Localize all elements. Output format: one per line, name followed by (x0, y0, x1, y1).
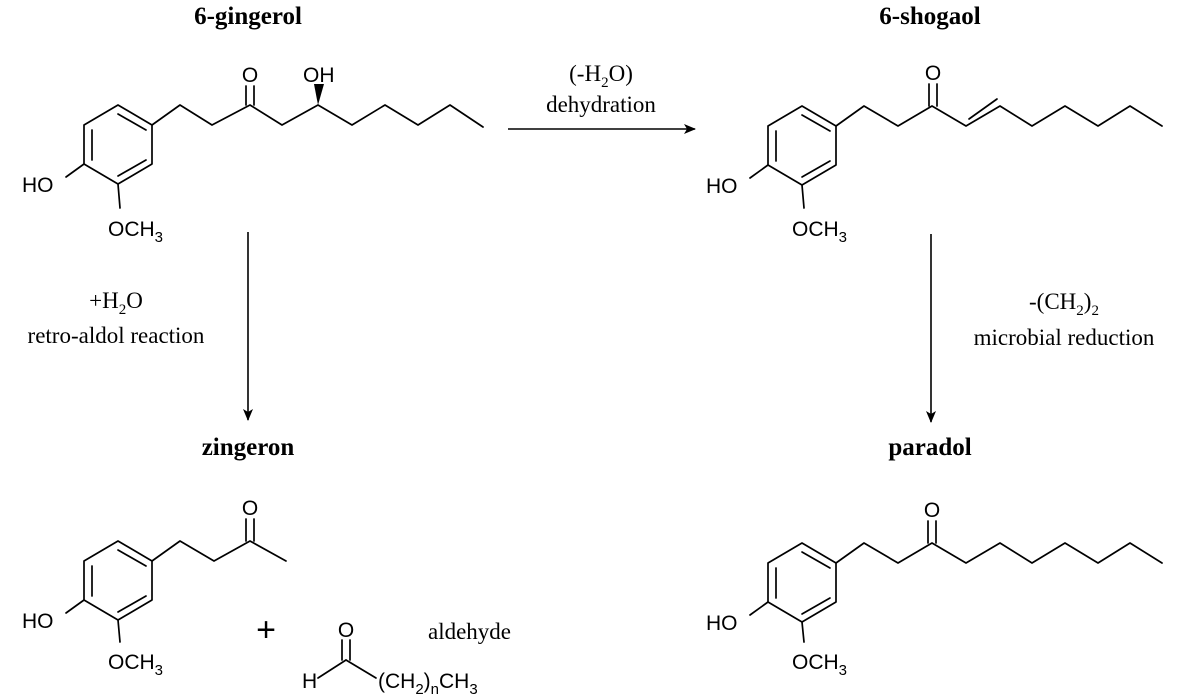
plus-sign: + (256, 611, 276, 649)
gingerol-hydroxyl-ho: HO (22, 174, 54, 197)
shogaol-title: 6-shogaol (879, 3, 980, 30)
aldehyde-hydrogen: H (302, 670, 317, 693)
aldehyde-chain: (CH2)nCH3 (378, 670, 478, 698)
aldehyde-oxygen: O (338, 619, 354, 642)
paradol-hydroxyl-ho: HO (706, 612, 738, 635)
retro-aldol-formula: +H2O (89, 288, 143, 318)
gingerol-methoxy: OCH3 (108, 218, 163, 246)
paradol-structure: paradol HO OCH3 O (706, 434, 1163, 679)
zingeron-methoxy: OCH3 (108, 651, 163, 679)
gingerol-title: 6-gingerol (194, 3, 302, 30)
aldehyde-structure: H O (CH2)nCH3 aldehyde (302, 619, 511, 698)
gingerol-oh-label: OH (303, 64, 335, 87)
zingeron-title: zingeron (202, 434, 295, 461)
shogaol-hydroxyl-ho: HO (706, 175, 738, 198)
gingerol-structure: 6-gingerol HO OCH3 O OH (22, 3, 484, 246)
zingeron-ketone-oxygen: O (242, 497, 258, 520)
paradol-title: paradol (888, 434, 971, 461)
shogaol-ketone-oxygen: O (925, 62, 941, 85)
dehydration-label: dehydration (546, 92, 656, 117)
gingerol-ketone-oxygen: O (242, 64, 258, 87)
paradol-ketone-oxygen: O (924, 499, 940, 522)
retro-aldol-label: retro-aldol reaction (28, 323, 205, 348)
dehydration-formula: (-H2O) (569, 61, 633, 91)
paradol-methoxy: OCH3 (792, 651, 847, 679)
zingeron-structure: zingeron HO OCH3 O (22, 434, 294, 679)
shogaol-structure: 6-shogaol HO OCH3 O (706, 3, 1163, 246)
zingeron-hydroxyl-ho: HO (22, 610, 54, 633)
reduction-formula: -(CH2)2 (1029, 289, 1099, 319)
reduction-label: microbial reduction (974, 325, 1155, 350)
shogaol-methoxy: OCH3 (792, 218, 847, 246)
aldehyde-label: aldehyde (428, 619, 511, 644)
